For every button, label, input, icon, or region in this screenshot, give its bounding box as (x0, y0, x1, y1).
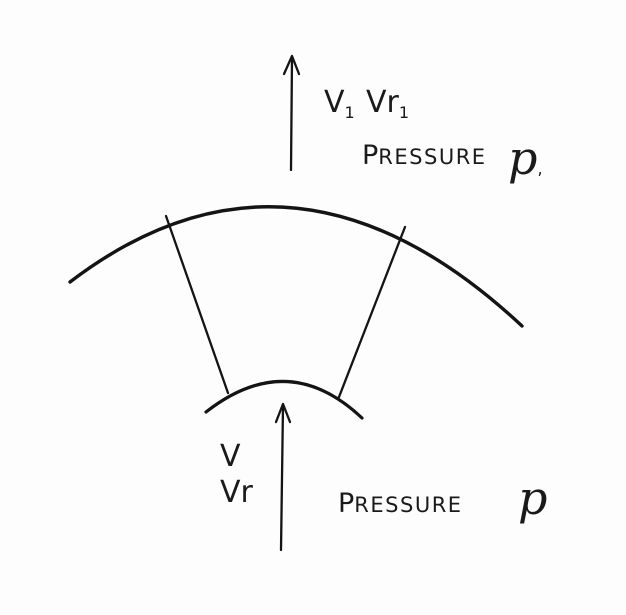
outlet-pressure-label: PRESSURE (362, 140, 487, 171)
inlet-pressure-label: PRESSURE (338, 488, 463, 519)
left-blade-line (164, 214, 230, 395)
inlet-relative-velocity-label: Vr (220, 475, 254, 510)
inlet-pressure-symbol: p (518, 471, 547, 525)
outlet-pressure-symbol: p, (508, 131, 543, 185)
outlet-flow-arrow (282, 54, 301, 172)
right-blade-line (337, 225, 407, 399)
outlet-relative-velocity-label: Vr1 (366, 85, 409, 122)
inlet-velocity-label: V (220, 439, 241, 474)
outer-arc (68, 205, 524, 328)
inlet-flow-arrow (274, 402, 292, 552)
inner-arc (204, 379, 364, 420)
outlet-velocity-label: V1 (324, 85, 355, 122)
